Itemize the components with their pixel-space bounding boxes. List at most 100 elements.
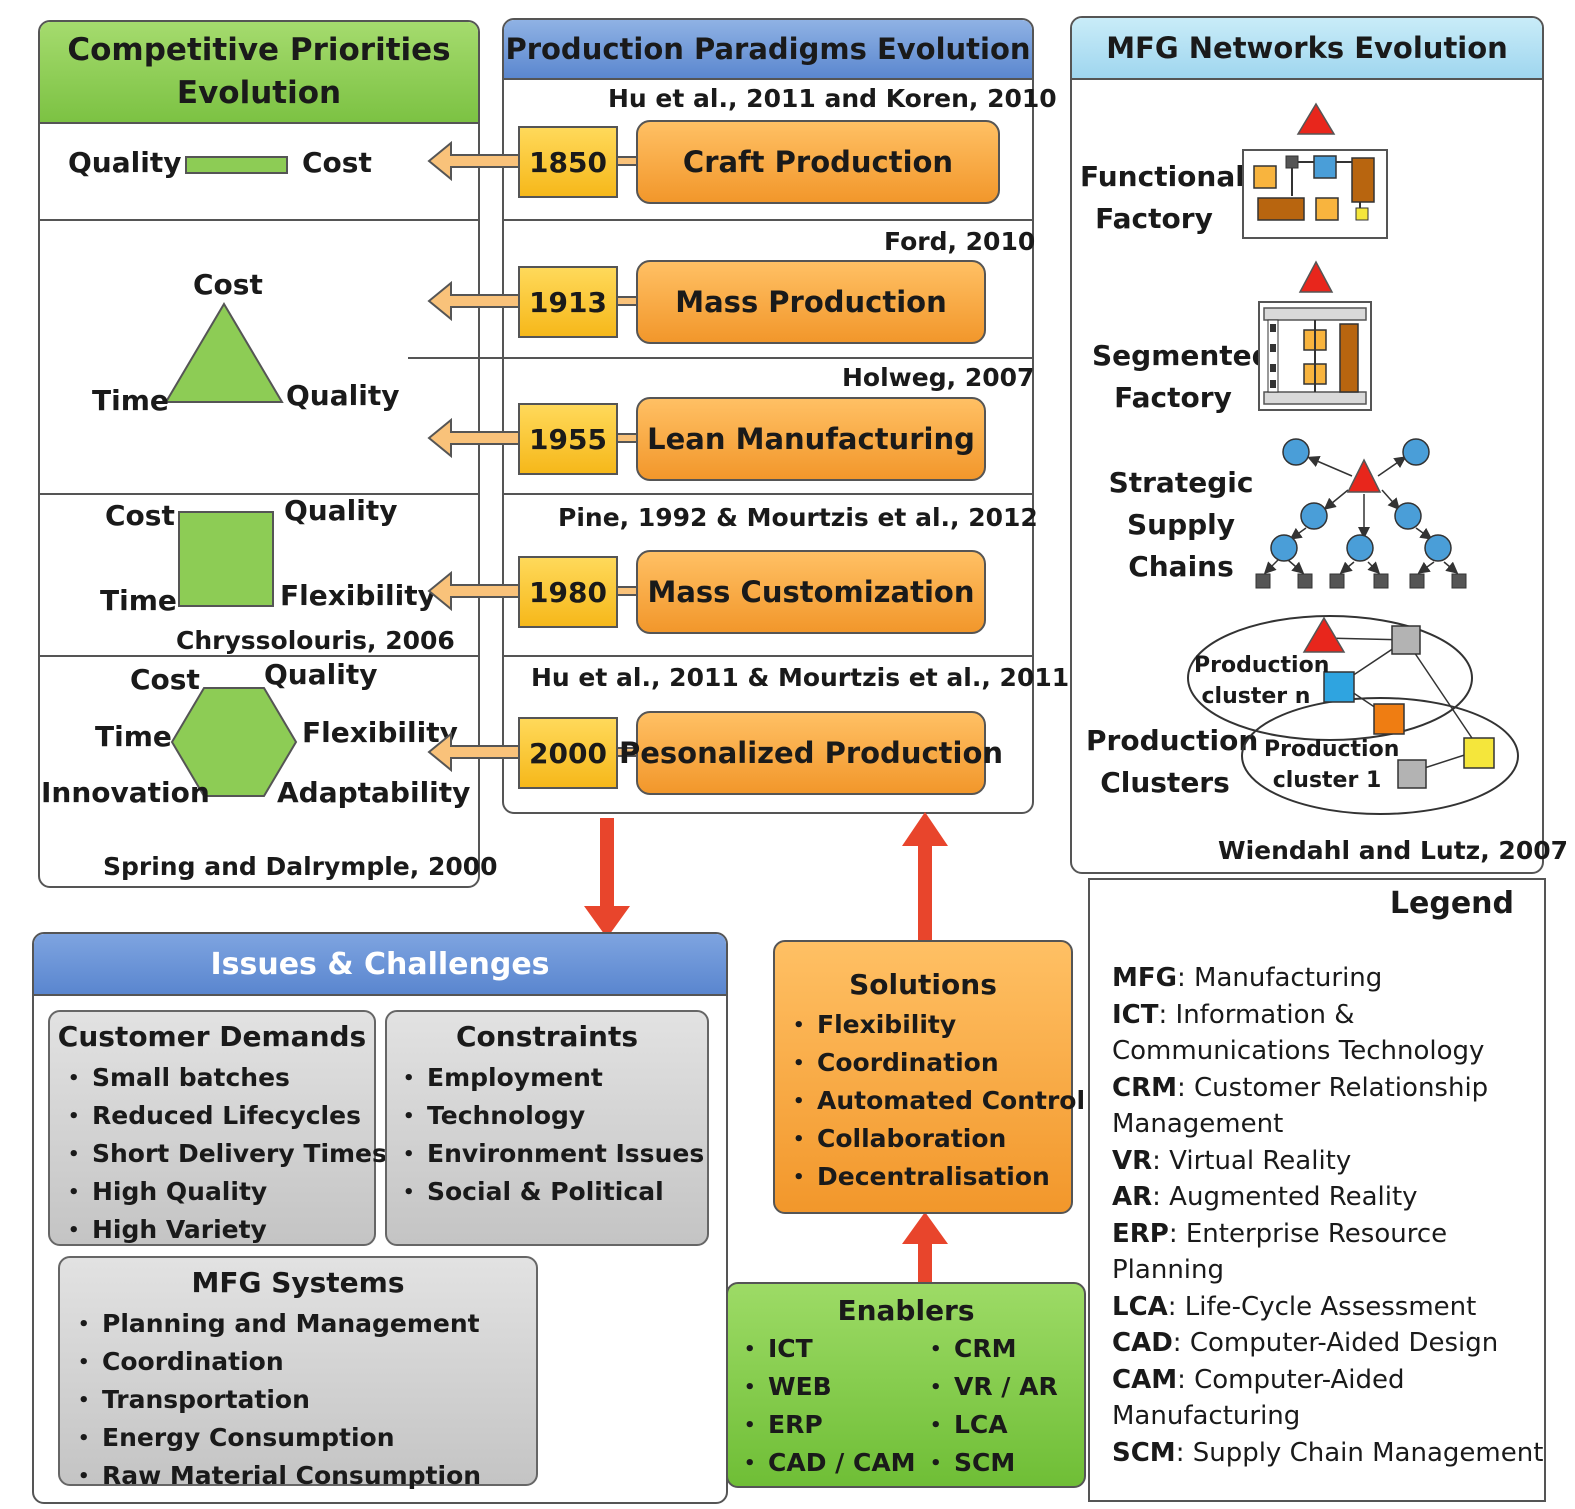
list-item: CRM (930, 1330, 1058, 1368)
list-item: Social & Political (403, 1173, 704, 1211)
constraints-box: Constraints Employment Technology Enviro… (385, 1010, 709, 1246)
enablers-title: Enablers (837, 1294, 975, 1327)
mfg-systems-list: Planning and Management Coordination Tra… (78, 1305, 481, 1495)
legend-description: : Computer-Aided (1177, 1364, 1405, 1395)
legend-description: : Information & (1158, 999, 1355, 1030)
mfg-networks-header: MFG Networks Evolution (1072, 18, 1542, 80)
priority-quality-label: Quality (68, 146, 182, 179)
strategic-supply-chains-label: Strategic Supply Chains (1108, 466, 1254, 583)
list-item: Decentralisation (793, 1158, 1085, 1196)
priority-triangle (164, 302, 284, 403)
legend-description: : Virtual Reality (1152, 1145, 1352, 1176)
spring-dalrymple-reference: Spring and Dalrymple, 2000 (103, 852, 498, 881)
list-item: ICT (744, 1330, 916, 1368)
year-1955: 1955 (518, 403, 618, 475)
production-paradigms-header: Production Paradigms Evolution (504, 20, 1032, 80)
customer-demands-title: Customer Demands (57, 1020, 367, 1053)
legend-abbr: CAM (1112, 1364, 1178, 1395)
lean-manufacturing-box: Lean Manufacturing (636, 397, 986, 481)
legend-description: Communications Technology (1112, 1036, 1485, 1066)
enablers-list-left: ICT WEB ERP CAD / CAM (744, 1330, 916, 1482)
list-item: LCA (930, 1406, 1058, 1444)
list-item: Reduced Lifecycles (68, 1097, 387, 1135)
paradigm-divider-4 (504, 655, 1032, 657)
legend-item: AR: Augmented Reality (1112, 1179, 1543, 1216)
constraints-title: Constraints (455, 1020, 639, 1053)
list-item: Employment (403, 1059, 704, 1097)
legend-item: Planning (1112, 1252, 1543, 1289)
mass-production-box: Mass Production (636, 260, 986, 344)
paradigm-divider-3 (504, 493, 1032, 495)
legend-item: CAD: Computer-Aided Design (1112, 1325, 1543, 1362)
legend-description: : Augmented Reality (1152, 1182, 1418, 1212)
competitive-title-line2: Evolution (176, 75, 342, 111)
issues-challenges-header: Issues & Challenges (34, 934, 726, 996)
list-item: SCM (930, 1444, 1058, 1482)
legend-abbr: SCM (1112, 1437, 1176, 1468)
legend-description: Management (1112, 1109, 1284, 1139)
legend-item: VR: Virtual Reality (1112, 1143, 1543, 1180)
year-1913: 1913 (518, 266, 618, 338)
competitive-title-line1: Competitive Priorities (67, 32, 451, 68)
list-item: Collaboration (793, 1120, 1085, 1158)
legend-description: : Life-Cycle Assessment (1167, 1291, 1477, 1322)
legend-abbr: LCA (1112, 1291, 1168, 1322)
year-1980: 1980 (518, 556, 618, 628)
legend-abbr: CRM (1112, 1072, 1177, 1103)
square-quality-label: Quality (284, 494, 398, 527)
list-item: Transportation (78, 1381, 481, 1419)
solutions-list: Flexibility Coordination Automated Contr… (793, 1006, 1085, 1196)
paradigm-ref-mass: Ford, 2010 (884, 227, 1036, 256)
legend-description: : Customer Relationship (1176, 1072, 1489, 1103)
wiendahl-lutz-reference: Wiendahl and Lutz, 2007 (1218, 836, 1569, 865)
mfg-systems-box: MFG Systems Planning and Management Coor… (58, 1256, 538, 1490)
list-item: VR / AR (930, 1368, 1058, 1406)
legend-abbr: CAD (1112, 1328, 1173, 1358)
paradigm-ref-lean: Holweg, 2007 (842, 363, 1035, 392)
competitive-divider-2 (40, 493, 478, 495)
list-item: Technology (403, 1097, 704, 1135)
list-item: WEB (744, 1368, 916, 1406)
priority-square (178, 511, 274, 607)
chryssolouris-reference: Chryssolouris, 2006 (176, 626, 455, 655)
legend-description: Planning (1112, 1255, 1224, 1285)
hexagon-innovation-label: Innovation (41, 776, 210, 809)
legend-abbr: MFG (1112, 963, 1177, 993)
legend-item: MFG: Manufacturing (1112, 960, 1543, 997)
list-item: ERP (744, 1406, 916, 1444)
paradigm-ref-mass-customization: Pine, 1992 & Mourtzis et al., 2012 (558, 503, 1038, 532)
list-item: Coordination (78, 1343, 481, 1381)
legend-abbr: ERP (1112, 1218, 1169, 1249)
hexagon-adaptability-label: Adaptability (277, 776, 471, 809)
competitive-divider-1 (40, 219, 478, 221)
priority-hexagon (170, 687, 298, 797)
strategic-supply-chains-icon (1255, 438, 1467, 589)
segmented-factory-icon (1258, 260, 1372, 411)
production-clusters-label: Production Clusters (1086, 724, 1259, 799)
competitive-priorities-header: Competitive Priorities Evolution (40, 22, 478, 124)
functional-factory-label: Functional Factory (1080, 160, 1245, 235)
list-item: Energy Consumption (78, 1419, 481, 1457)
hexagon-time-label: Time (95, 720, 172, 753)
list-item: Flexibility (793, 1006, 1085, 1044)
legend-title: Legend (1389, 886, 1514, 921)
legend-abbr: ICT (1112, 999, 1159, 1030)
competitive-divider-3 (40, 655, 478, 657)
solutions-title: Solutions (849, 968, 997, 1001)
personalized-production-box: Pesonalized Production (619, 711, 1003, 795)
customer-demands-list: Small batches Reduced Lifecycles Short D… (68, 1059, 387, 1249)
mfg-systems-title: MFG Systems (191, 1266, 405, 1299)
list-item: Environment Issues (403, 1135, 704, 1173)
enablers-box: Enablers ICT WEB ERP CAD / CAM CRM VR / … (726, 1282, 1086, 1488)
hexagon-cost-label: Cost (130, 663, 200, 696)
list-item: High Quality (68, 1173, 387, 1211)
segmented-factory-label: Segmented Factory (1092, 339, 1272, 414)
legend-item: Management (1112, 1106, 1543, 1143)
legend-description: Manufacturing (1112, 1401, 1301, 1431)
solutions-box: Solutions Flexibility Coordination Autom… (773, 940, 1085, 1214)
paradigm-ref-personalized: Hu et al., 2011 & Mourtzis et al., 2011 (531, 663, 1070, 692)
legend-item: LCA: Life-Cycle Assessment (1112, 1289, 1543, 1326)
list-item: Automated Control (793, 1082, 1085, 1120)
legend-item: CRM: Customer Relationship (1112, 1070, 1543, 1107)
list-item: Raw Material Consumption (78, 1457, 481, 1495)
